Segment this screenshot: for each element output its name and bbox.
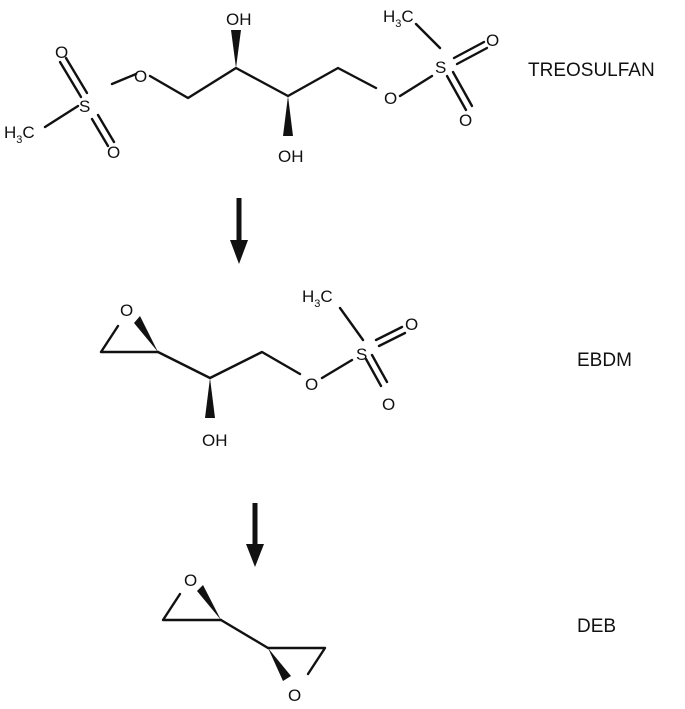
- treosulfan-ester-oxygen-left: O: [134, 67, 147, 86]
- treosulfan-oxygen-top-left: O: [55, 43, 68, 62]
- ebdm-s-o-double-bottom: [364, 353, 389, 388]
- treosulfan-oxygen-top-right: O: [486, 31, 499, 50]
- deb-central-bond: [219, 618, 270, 650]
- treosulfan-wedge-bottom: [283, 96, 293, 136]
- ebdm-oxygen-bottom: O: [382, 395, 395, 414]
- deb-wedge-bottom: [268, 648, 291, 681]
- reaction-arrow-2: [246, 503, 264, 567]
- treosulfan-sulfur-left: S: [79, 97, 90, 116]
- treosulfan-methyl-left: H3C: [4, 123, 35, 146]
- deb-structure: O O DEB: [161, 571, 616, 705]
- reaction-arrow-1: [230, 198, 248, 264]
- treosulfan-s-o-double-top-left: [58, 56, 89, 99]
- ebdm-methyl: H3C: [302, 287, 333, 310]
- treosulfan-hydroxyl-top: OH: [226, 10, 252, 29]
- treosulfan-sulfur-right: S: [435, 58, 446, 77]
- ebdm-ester-oxygen: O: [305, 375, 318, 394]
- ebdm-wedge-epoxide: [134, 316, 158, 352]
- treosulfan-s-o-double-bottom-left: [90, 113, 116, 148]
- deb-epoxide-ring-top: [161, 592, 223, 622]
- ebdm-epoxide-ring: [99, 324, 160, 354]
- treosulfan-s-o-double-top-right: [452, 40, 489, 66]
- deb-epoxide-ring-bottom: [266, 646, 327, 676]
- treosulfan-oxygen-bottom-left: O: [107, 143, 120, 162]
- ebdm-s-o-double-top: [374, 325, 407, 348]
- ebdm-oxygen-top: O: [405, 315, 418, 334]
- ebdm-structure: O OH O S O O H3C EBDM: [99, 287, 632, 450]
- treosulfan-oxygen-bottom-right: O: [459, 111, 472, 130]
- deb-wedge-top: [197, 585, 221, 620]
- treosulfan-methyl-right: H3C: [383, 7, 414, 30]
- ebdm-sulfur: S: [356, 345, 367, 364]
- ebdm-hydroxyl: OH: [202, 431, 228, 450]
- treosulfan-s-o-double-bottom-right: [445, 70, 474, 112]
- deb-epoxide-oxygen-bottom: O: [288, 686, 301, 705]
- compound-name-deb: DEB: [577, 616, 616, 637]
- treosulfan-hydroxyl-bottom: OH: [278, 147, 304, 166]
- treosulfan-wedge-top: [231, 30, 241, 68]
- ebdm-wedge-hydroxyl: [205, 378, 215, 418]
- compound-name-treosulfan: TREOSULFAN: [528, 60, 655, 81]
- ebdm-chain: [156, 306, 365, 380]
- ebdm-epoxide-oxygen: O: [120, 301, 133, 320]
- compound-name-ebdm: EBDM: [577, 350, 632, 371]
- treosulfan-structure: O S O O H3C OH OH O S O O H3C TREOSULFAN: [4, 7, 655, 166]
- treosulfan-backbone: [43, 22, 442, 129]
- deb-epoxide-oxygen-top: O: [184, 571, 197, 590]
- treosulfan-ester-oxygen-right: O: [384, 89, 397, 108]
